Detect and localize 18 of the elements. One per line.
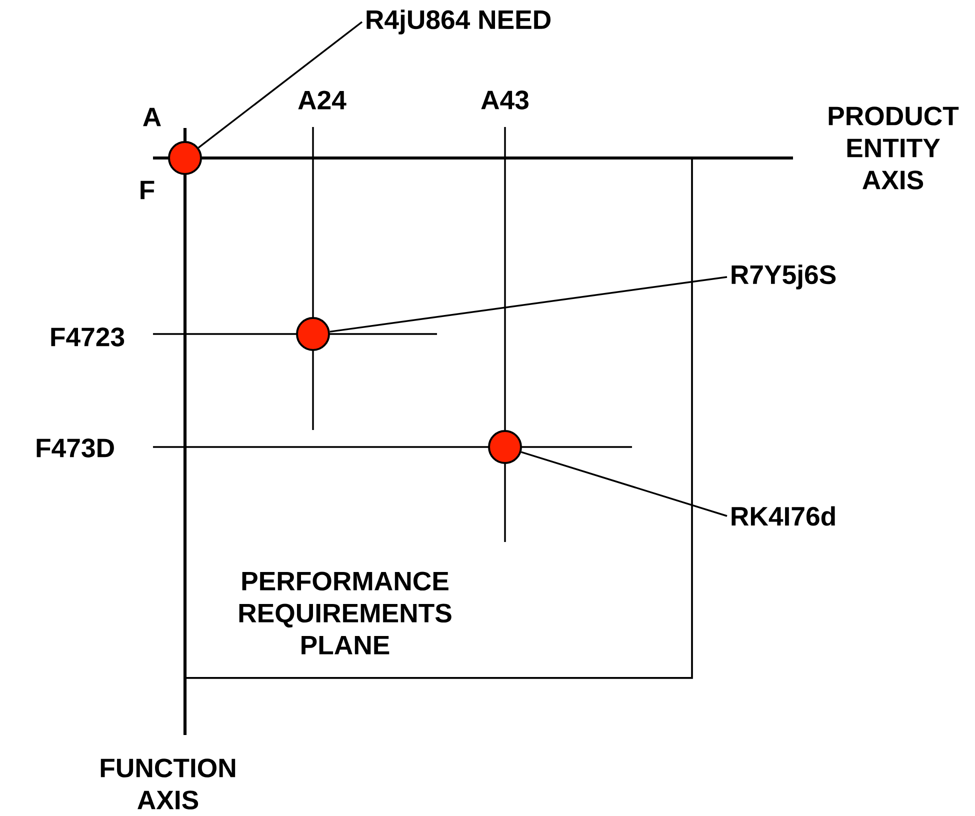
callout-text: R4jU864 NEED xyxy=(366,10,550,34)
leader-line xyxy=(198,21,363,148)
axis-label: PERFORMANCE REQUIREMENTS PLANE xyxy=(239,572,452,654)
point-marker xyxy=(488,430,522,464)
point-marker xyxy=(168,141,202,175)
leader-line xyxy=(520,451,728,517)
axis-label: FUNCTION AXIS xyxy=(100,758,236,810)
axis-label: A xyxy=(143,108,161,126)
axis-label: F473D xyxy=(36,438,114,458)
axis-label: A43 xyxy=(481,90,528,110)
axis-label: A24 xyxy=(298,90,346,110)
callout-text: R7Y5j6S xyxy=(732,264,836,290)
axis-label: PRODUCT ENTITY AXIS xyxy=(828,106,959,190)
axis-label: F xyxy=(140,180,154,200)
point-marker xyxy=(296,317,330,351)
leader-line xyxy=(330,276,728,333)
callout-text: RK4I76d xyxy=(732,506,835,526)
axis-label: F4723 xyxy=(51,328,124,346)
